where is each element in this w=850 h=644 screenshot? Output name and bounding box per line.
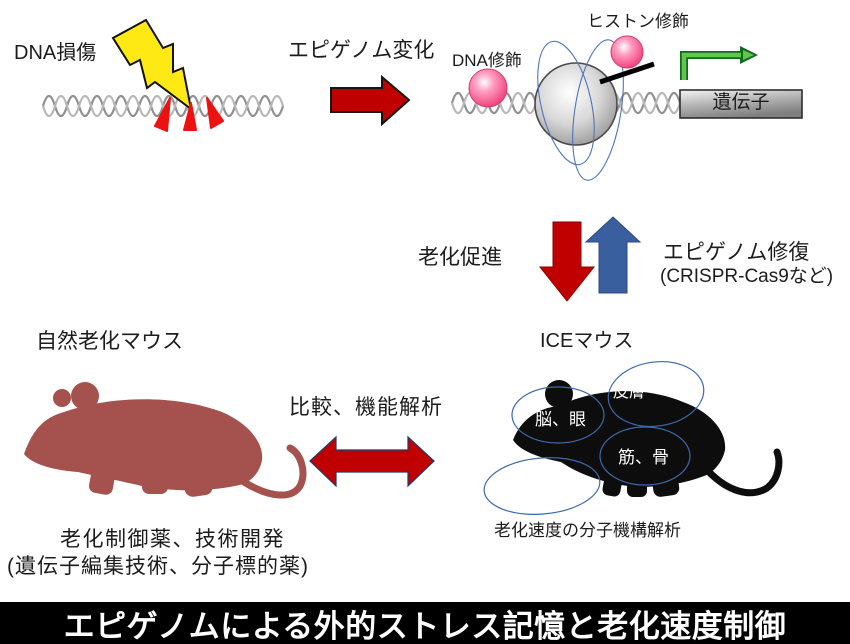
label-histone-mod: ヒストン修飾: [587, 12, 689, 31]
arrow-comparison: [309, 435, 435, 488]
label-organ-muscle-bone: 筋、骨: [618, 448, 669, 467]
label-ice-mouse: ICEマウス: [540, 330, 634, 352]
label-organ-brain-eye: 脳、眼: [535, 410, 586, 429]
label-epigenome-repair-2: (CRISPR-Cas9など): [660, 266, 834, 287]
arrow-aging-down: [538, 221, 596, 302]
title-bar: エピゲノムによる外的ストレス記憶と老化速度制御: [0, 602, 850, 644]
label-natural-aging-mouse: 自然老化マウス: [36, 330, 183, 353]
dna-helix-left: [41, 94, 285, 118]
dna-mark-sphere: [468, 68, 508, 108]
organ-ellipses: [483, 361, 705, 515]
lightning-bolt-icon: [111, 18, 193, 112]
label-drug-dev-2: (遺伝子編集技術、分子標的薬): [7, 555, 309, 578]
label-dna-damage: DNA損傷: [14, 42, 97, 64]
label-epigenome-change: エピゲノム変化: [288, 39, 435, 62]
label-aging-promotion: 老化促進: [418, 246, 502, 269]
arrow-repair-up: [584, 216, 642, 294]
label-aging-speed-analysis: 老化速度の分子機構解析: [494, 521, 681, 540]
impact-marks-icon: [154, 97, 224, 132]
label-comparison: 比較、機能解析: [289, 396, 443, 419]
label-organ-skin: 皮膚: [613, 384, 646, 401]
mouse-natural-aging: [24, 382, 307, 499]
histone-mark-sphere: [610, 35, 644, 69]
label-gene: 遺伝子: [712, 92, 770, 113]
histone-tail-line: [599, 61, 655, 85]
label-epigenome-repair-1: エピゲノム修復: [663, 241, 810, 264]
label-dna-mod: DNA修飾: [452, 51, 522, 70]
gene-box: [679, 89, 803, 119]
dna-wrap-front: [572, 39, 624, 181]
page-title: エピゲノムによる外的ストレス記憶と老化速度制御: [63, 608, 787, 644]
label-drug-dev-1: 老化制御薬、技術開発: [60, 528, 285, 551]
dna-wrap-back: [537, 40, 595, 166]
transcription-arrow-icon: [680, 46, 758, 80]
mouse-ice: [513, 380, 783, 497]
arrow-epigenome-change: [330, 74, 411, 127]
